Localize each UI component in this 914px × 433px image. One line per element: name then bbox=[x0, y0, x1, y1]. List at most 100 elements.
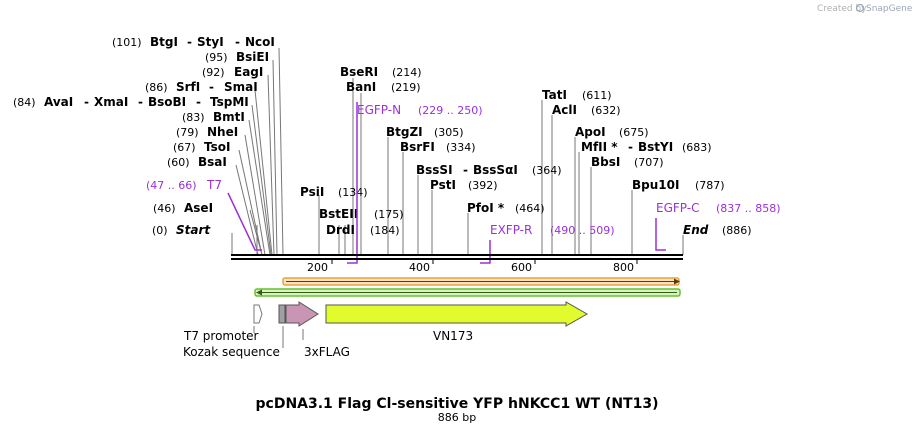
svg-text:-: - bbox=[196, 95, 201, 109]
svg-text:AseI: AseI bbox=[184, 201, 213, 215]
enzyme-label-bsai: (60) BsaI bbox=[167, 155, 227, 169]
svg-text:NheI: NheI bbox=[207, 125, 238, 139]
enzyme-label-bsiei: (95) BsiEI bbox=[205, 50, 269, 64]
svg-text:(184): (184) bbox=[370, 224, 400, 237]
primer-egfp-c: EGFP-C (837 .. 858) bbox=[655, 201, 781, 251]
svg-text:-: - bbox=[138, 95, 143, 109]
svg-text:EXFP-R: EXFP-R bbox=[490, 223, 532, 237]
tick-label-200: 200 bbox=[307, 261, 328, 274]
vn173-label: VN173 bbox=[433, 329, 473, 343]
svg-text:PstI: PstI bbox=[430, 178, 456, 192]
enzyme-label-acli: AclI (632) bbox=[552, 103, 621, 117]
enzyme-label-asei: (46) AseI bbox=[153, 201, 213, 215]
svg-text:Start: Start bbox=[176, 223, 211, 237]
enzyme-label-bseri: BseRI (214) bbox=[340, 65, 422, 79]
svg-text:BanI: BanI bbox=[346, 80, 376, 94]
enzyme-label-tati: TatI (611) bbox=[542, 88, 612, 102]
svg-text:EGFP-N: EGFP-N bbox=[357, 103, 401, 117]
svg-text:(611): (611) bbox=[582, 89, 612, 102]
svg-text:-: - bbox=[209, 80, 214, 94]
created-by-text: Created by bbox=[817, 4, 867, 14]
svg-text:BbsI: BbsI bbox=[591, 155, 620, 169]
kozak-sequence-label: Kozak sequence bbox=[183, 345, 280, 359]
enzyme-label-tsoi: (67) TsoI bbox=[173, 140, 230, 154]
svg-text:(707): (707) bbox=[634, 156, 664, 169]
svg-text:BseRI: BseRI bbox=[340, 65, 378, 79]
svg-text:-: - bbox=[84, 95, 89, 109]
tick-label-400: 400 bbox=[409, 261, 430, 274]
svg-text:ApoI: ApoI bbox=[575, 125, 606, 139]
svg-text:SrfI: SrfI bbox=[176, 80, 200, 94]
tick-label-800: 800 bbox=[613, 261, 634, 274]
svg-text:(101): (101) bbox=[112, 36, 142, 49]
flag-label: 3xFLAG bbox=[304, 345, 350, 359]
svg-text:(632): (632) bbox=[591, 104, 621, 117]
svg-text:AclI: AclI bbox=[552, 103, 577, 117]
primer-t7: (47 .. 66) T7 bbox=[146, 178, 262, 251]
svg-text:BssSI: BssSI bbox=[416, 163, 453, 177]
svg-text:BtgZI: BtgZI bbox=[386, 125, 423, 139]
svg-text:-: - bbox=[628, 140, 633, 154]
primer-exfp-r: EXFP-R (490 .. 509) bbox=[480, 223, 615, 264]
svg-text:DrdI: DrdI bbox=[326, 223, 355, 237]
svg-text:BsiEI: BsiEI bbox=[236, 50, 269, 64]
svg-text:BssSαI: BssSαI bbox=[473, 163, 518, 177]
svg-text:(84): (84) bbox=[13, 96, 36, 109]
t7-promoter-label: T7 promoter bbox=[183, 329, 259, 343]
svg-text:(886): (886) bbox=[722, 224, 752, 237]
svg-text:(92): (92) bbox=[202, 66, 225, 79]
svg-text:(392): (392) bbox=[468, 179, 498, 192]
svg-text:(683): (683) bbox=[682, 141, 712, 154]
svg-text:(219): (219) bbox=[391, 81, 421, 94]
enzyme-label-psii: PsiI (134) bbox=[300, 185, 368, 199]
enzyme-label-bsrfi: BsrFI (334) bbox=[400, 140, 476, 154]
svg-text:BstEII: BstEII bbox=[319, 207, 358, 221]
svg-text:BmtI: BmtI bbox=[213, 110, 245, 124]
svg-text:TspMI: TspMI bbox=[210, 95, 249, 109]
svg-text:XmaI: XmaI bbox=[94, 95, 128, 109]
svg-text:EagI: EagI bbox=[234, 65, 263, 79]
svg-text:EGFP-C: EGFP-C bbox=[656, 201, 699, 215]
svg-text:BsrFI: BsrFI bbox=[400, 140, 435, 154]
snapgene-brand: SnapGene bbox=[866, 4, 913, 14]
enzyme-label-apoi: ApoI (675) bbox=[575, 125, 649, 139]
svg-text:(67): (67) bbox=[173, 141, 196, 154]
svg-text:NcoI: NcoI bbox=[245, 35, 275, 49]
svg-text:-: - bbox=[235, 35, 240, 49]
kozak-feature bbox=[278, 304, 286, 348]
svg-text:Bpu10I: Bpu10I bbox=[632, 178, 679, 192]
svg-text:(364): (364) bbox=[532, 164, 562, 177]
svg-text:End: End bbox=[683, 223, 709, 237]
svg-text:(60): (60) bbox=[167, 156, 190, 169]
svg-text:T7: T7 bbox=[206, 178, 222, 192]
enzyme-label-eagi: (92) EagI bbox=[202, 65, 263, 79]
end-label: End (886) bbox=[683, 223, 752, 237]
page-title: pcDNA3.1 Flag Cl-sensitive YFP hNKCC1 WT… bbox=[256, 396, 659, 412]
start-label: (0) Start bbox=[152, 223, 211, 237]
svg-text:BtgI: BtgI bbox=[150, 35, 178, 49]
enzyme-label-bani: BanI (219) bbox=[346, 80, 421, 94]
svg-text:TsoI: TsoI bbox=[204, 140, 230, 154]
svg-text:(837 .. 858): (837 .. 858) bbox=[716, 202, 781, 215]
enzyme-label-drdi: DrdI (184) bbox=[326, 223, 400, 237]
ruler: 200 400 600 800 bbox=[307, 259, 638, 274]
vn173-arrow bbox=[325, 301, 589, 327]
svg-text:(787): (787) bbox=[695, 179, 725, 192]
enzyme-label-bsssi-bsssai: BssSI - BssSαI (364) bbox=[416, 163, 562, 177]
svg-text:TatI: TatI bbox=[542, 88, 567, 102]
svg-text:-: - bbox=[187, 35, 192, 49]
orf-bar-orange bbox=[282, 277, 680, 286]
svg-text:PfoI *: PfoI * bbox=[467, 201, 505, 215]
svg-text:(47 .. 66): (47 .. 66) bbox=[146, 179, 197, 192]
t7-promoter-feature bbox=[253, 304, 263, 333]
svg-text:(490 .. 509): (490 .. 509) bbox=[550, 224, 615, 237]
snapgene-logo-icon bbox=[855, 3, 865, 13]
svg-text:(83): (83) bbox=[182, 111, 205, 124]
primer-egfp-n: EGFP-N (229 .. 250) bbox=[347, 102, 483, 264]
enzyme-label-bmti: (83) BmtI bbox=[182, 110, 245, 124]
enzyme-label-pfoi: PfoI * (464) bbox=[467, 201, 545, 215]
enzyme-label-avai-xmai-bsobi-tspmi: (84) AvaI - XmaI - BsoBI - TspMI bbox=[13, 95, 249, 109]
svg-text:(95): (95) bbox=[205, 51, 228, 64]
svg-text:PsiI: PsiI bbox=[300, 185, 324, 199]
